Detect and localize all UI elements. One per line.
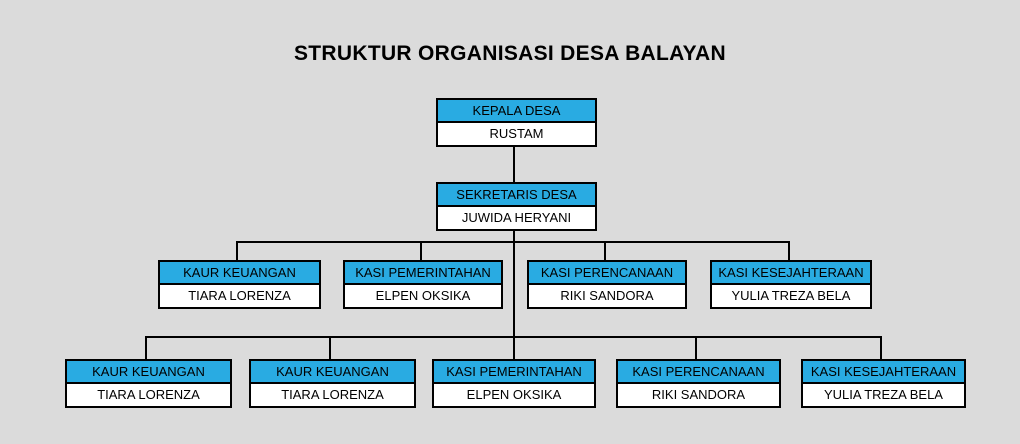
chart-title: STRUKTUR ORGANISASI DESA BALAYAN (294, 42, 726, 65)
node-person: TIARA LORENZA (160, 285, 319, 307)
node-person: RUSTAM (438, 123, 595, 145)
node-kaur-keuangan: KAUR KEUANGAN TIARA LORENZA (158, 260, 321, 309)
node-kasi-pemerintahan: KASI PEMERINTAHAN ELPEN OKSIKA (343, 260, 503, 309)
node-kasi-perencanaan-2: KASI PERENCANAAN RIKI SANDORA (616, 359, 781, 408)
node-kasi-kesejahteraan: KASI KESEJAHTERAAN YULIA TREZA BELA (710, 260, 872, 309)
connector-line (145, 336, 147, 359)
node-kasi-perencanaan: KASI PERENCANAAN RIKI SANDORA (527, 260, 687, 309)
node-person: JUWIDA HERYANI (438, 207, 595, 229)
node-kepala-desa: KEPALA DESA RUSTAM (436, 98, 597, 147)
node-title: KEPALA DESA (438, 100, 595, 123)
node-title: SEKRETARIS DESA (438, 184, 595, 207)
node-title: KAUR KEUANGAN (160, 262, 319, 285)
connector-line (513, 147, 515, 182)
node-person: ELPEN OKSIKA (434, 384, 594, 406)
node-kaur-keuangan-3: KAUR KEUANGAN TIARA LORENZA (249, 359, 416, 408)
connector-line (237, 241, 790, 243)
connector-line (788, 241, 790, 260)
connector-line (513, 231, 515, 359)
node-person: YULIA TREZA BELA (803, 384, 964, 406)
node-kasi-kesejahteraan-2: KASI KESEJAHTERAAN YULIA TREZA BELA (801, 359, 966, 408)
node-person: TIARA LORENZA (251, 384, 414, 406)
node-person: TIARA LORENZA (67, 384, 230, 406)
node-title: KAUR KEUANGAN (251, 361, 414, 384)
node-title: KASI KESEJAHTERAAN (712, 262, 870, 285)
node-title: KASI PEMERINTAHAN (434, 361, 594, 384)
node-title: KASI PERENCANAAN (618, 361, 779, 384)
connector-line (329, 336, 331, 359)
node-title: KAUR KEUANGAN (67, 361, 230, 384)
node-kasi-pemerintahan-2: KASI PEMERINTAHAN ELPEN OKSIKA (432, 359, 596, 408)
connector-line (880, 336, 882, 359)
node-kaur-keuangan-2: KAUR KEUANGAN TIARA LORENZA (65, 359, 232, 408)
node-person: YULIA TREZA BELA (712, 285, 870, 307)
node-person: RIKI SANDORA (529, 285, 685, 307)
connector-line (236, 241, 238, 260)
connector-line (145, 336, 882, 338)
node-title: KASI PEMERINTAHAN (345, 262, 501, 285)
node-title: KASI KESEJAHTERAAN (803, 361, 964, 384)
node-sekretaris-desa: SEKRETARIS DESA JUWIDA HERYANI (436, 182, 597, 231)
node-person: ELPEN OKSIKA (345, 285, 501, 307)
connector-line (695, 336, 697, 359)
connector-line (604, 241, 606, 260)
connector-line (420, 241, 422, 260)
node-person: RIKI SANDORA (618, 384, 779, 406)
node-title: KASI PERENCANAAN (529, 262, 685, 285)
